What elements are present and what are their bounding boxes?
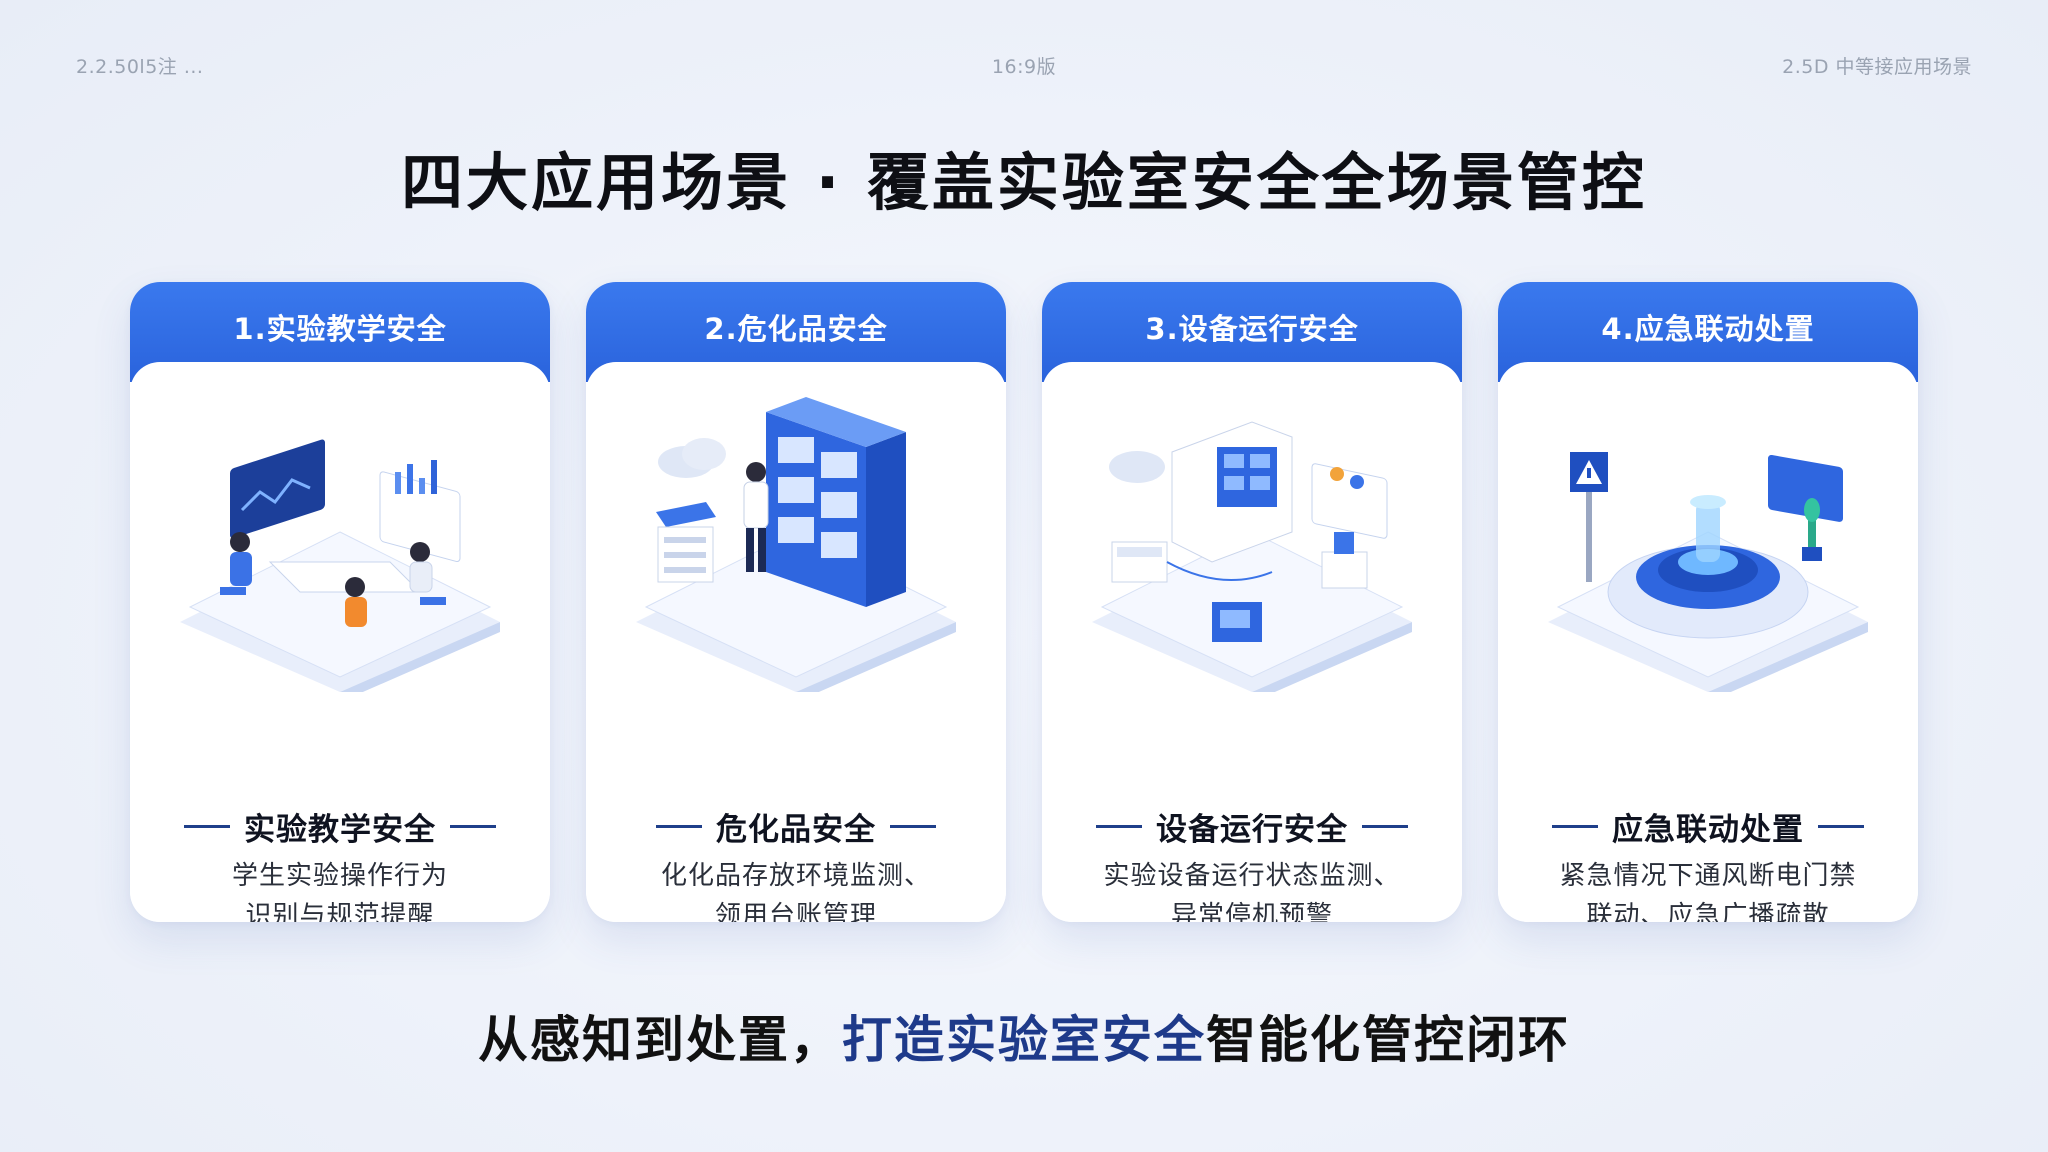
card-subtitle: 危化品安全 <box>586 804 1006 849</box>
card-subtitle: 设备运行安全 <box>1042 804 1462 849</box>
card-body: 危化品安全 化化品存放环境监测、 领用台账管理 <box>586 362 1006 922</box>
divider <box>1552 825 1598 828</box>
card-desc-line: 异常停机预警 <box>1170 901 1333 922</box>
card-subtitle: 应急联动处置 <box>1498 804 1918 849</box>
page-tag: 2.5D 中等接应用场景 <box>1782 56 1972 78</box>
aspect-label: 16:9版 <box>991 56 1057 78</box>
scenario-cards: 1.实验教学安全 <box>130 282 1918 922</box>
page-code: 2.2.50l5注 ... <box>76 56 204 78</box>
emergency-icon <box>1548 432 1868 692</box>
divider <box>1362 825 1408 828</box>
divider <box>1096 825 1142 828</box>
card-body: 设备运行安全 实验设备运行状态监测、 异常停机预警 <box>1042 362 1462 922</box>
card-desc-line: 实验设备运行状态监测、 <box>1103 861 1401 891</box>
card-desc-line: 领用台账管理 <box>714 901 877 922</box>
divider <box>656 825 702 828</box>
divider <box>450 825 496 828</box>
divider <box>1818 825 1864 828</box>
scenario-card-chemicals: 2.危化品安全 <box>586 282 1006 922</box>
card-description: 学生实验操作行为 识别与规范提醒 <box>150 856 530 922</box>
classroom-icon <box>180 439 500 692</box>
card-desc-line: 识别与规范提醒 <box>245 901 435 922</box>
scenario-card-equipment: 3.设备运行安全 <box>1042 282 1462 922</box>
card-description: 紧急情况下通风断电门禁 联动、应急广播疏散 <box>1518 856 1898 922</box>
page-title: 四大应用场景 · 覆盖实验室安全全场景管控 <box>401 146 1647 219</box>
divider <box>184 825 230 828</box>
card-description: 化化品存放环境监测、 领用台账管理 <box>606 856 986 922</box>
card-subtitle-text: 应急联动处置 <box>1612 812 1804 848</box>
card-desc-line: 紧急情况下通风断电门禁 <box>1559 861 1857 891</box>
card-subtitle-text: 设备运行安全 <box>1156 812 1348 848</box>
divider <box>890 825 936 828</box>
card-body: 应急联动处置 紧急情况下通风断电门禁 联动、应急广播疏散 <box>1498 362 1918 922</box>
card-subtitle: 实验教学安全 <box>130 804 550 849</box>
card-subtitle-text: 实验教学安全 <box>244 812 436 848</box>
card-desc-line: 化化品存放环境监测、 <box>660 861 931 891</box>
chemical-cabinet-icon <box>636 397 956 692</box>
slogan-part: 智能化管控闭环 <box>1206 1011 1570 1069</box>
card-body: 实验教学安全 学生实验操作行为 识别与规范提醒 <box>130 362 550 922</box>
slogan-part: 从感知到处置， <box>478 1011 842 1069</box>
scenario-card-teaching: 1.实验教学安全 <box>130 282 550 922</box>
scenario-card-emergency: 4.应急联动处置 <box>1498 282 1918 922</box>
slogan-highlight: 打造实验室安全 <box>842 1011 1206 1069</box>
card-description: 实验设备运行状态监测、 异常停机预警 <box>1062 856 1442 922</box>
equipment-icon <box>1092 421 1412 692</box>
card-subtitle-text: 危化品安全 <box>716 812 876 848</box>
card-desc-line: 学生实验操作行为 <box>231 861 448 891</box>
card-desc-line: 联动、应急广播疏散 <box>1586 901 1830 922</box>
footer-slogan: 从感知到处置，打造实验室安全智能化管控闭环 <box>0 1000 2048 1072</box>
